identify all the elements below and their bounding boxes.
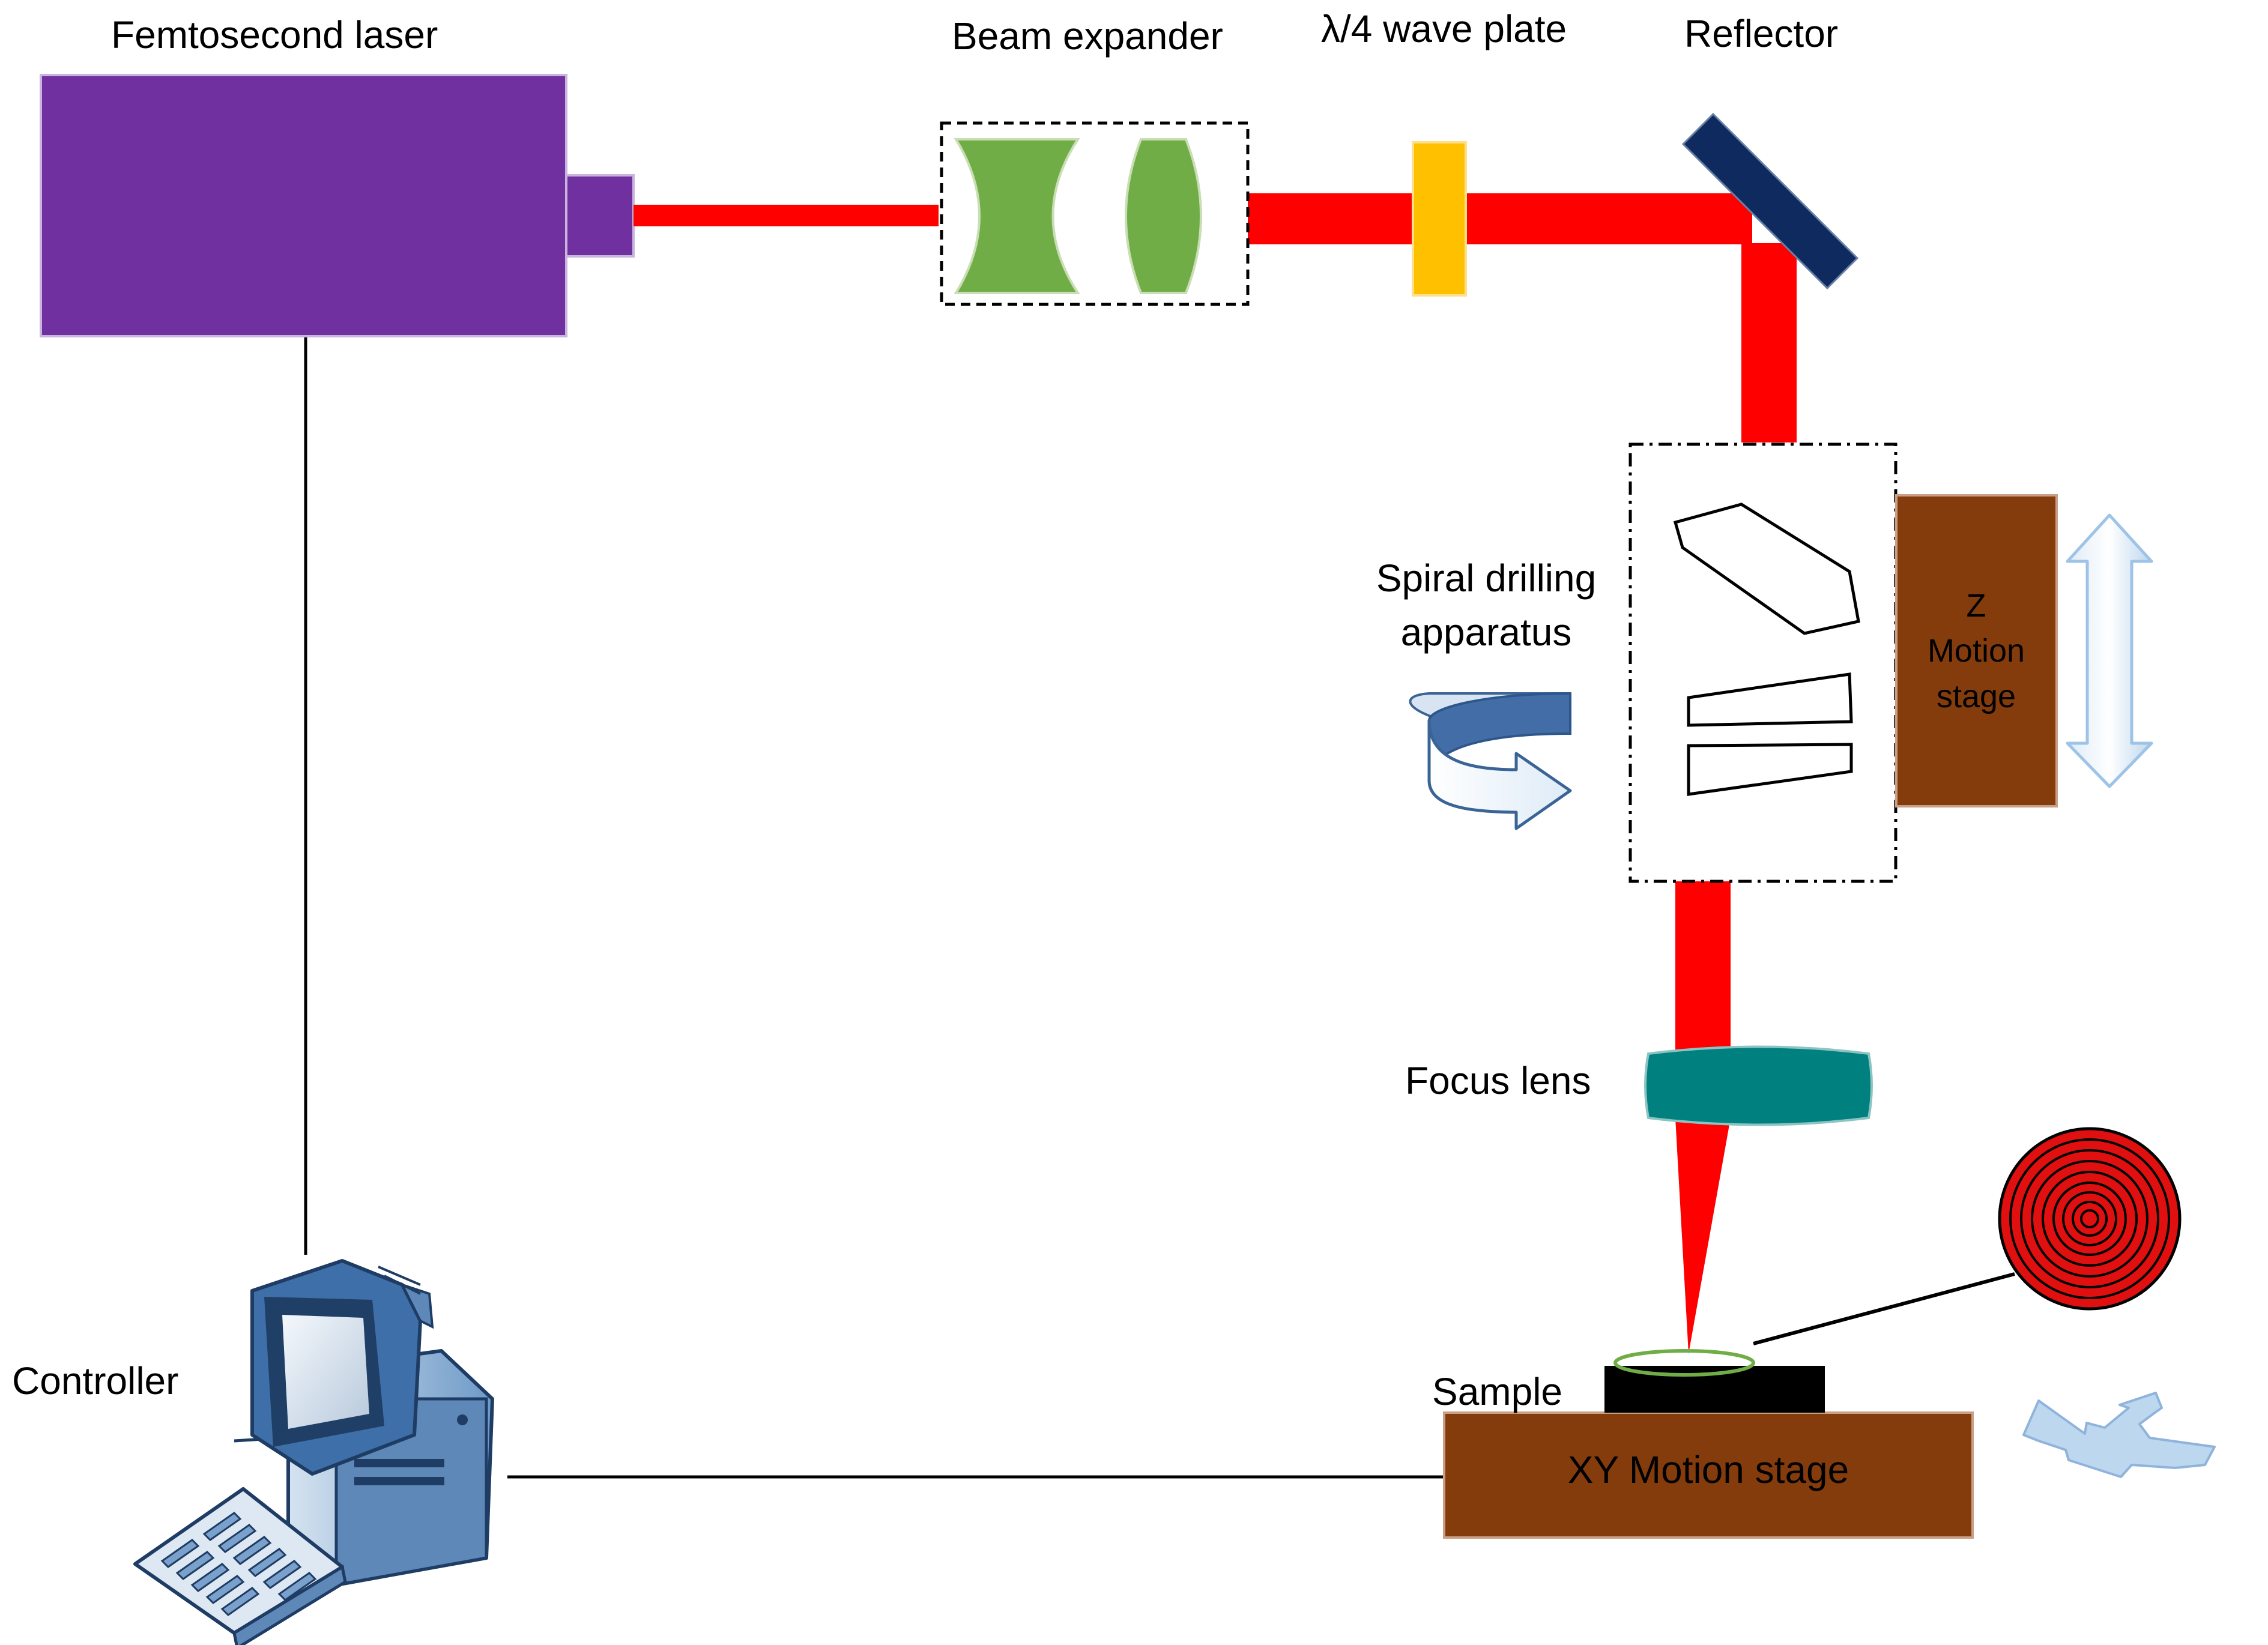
double-arrow-vertical-icon (2066, 513, 2153, 788)
label-xy-stage: XY Motion stage (1568, 1448, 1849, 1491)
label-z-stage-line1: Z (1967, 588, 1986, 624)
focus-lens (1644, 1045, 1873, 1126)
label-beam-expander: Beam expander (952, 14, 1223, 58)
label-focus-lens: Focus lens (1405, 1059, 1591, 1102)
label-spiral-drilling-line1: Spiral drilling (1376, 557, 1596, 600)
laser-body (40, 74, 567, 337)
label-wave-plate: λ/4 wave plate (1321, 7, 1567, 50)
laser-output-port (565, 174, 635, 258)
apparatus-frame (1628, 442, 1898, 883)
beam-expander (940, 121, 1250, 306)
label-z-stage-line2: Motion (1928, 633, 2025, 669)
spiral-callout-line (1753, 1272, 2015, 1345)
spiral-drilling-apparatus (1628, 442, 1898, 883)
femtosecond-laser (40, 74, 635, 337)
wedge-plate-upper (1687, 672, 1853, 727)
concave-lens (954, 138, 1080, 294)
label-z-stage-line3: stage (1937, 678, 2016, 714)
beam-vertical-upper (1741, 243, 1797, 442)
label-controller: Controller (12, 1359, 178, 1402)
beam-wide (1248, 193, 1752, 244)
xy-motion-stage (1443, 1411, 1974, 1539)
wedge-plate-lower (1687, 743, 1853, 796)
convex-lens (1125, 138, 1202, 294)
label-reflector: Reflector (1684, 12, 1838, 55)
desktop-computer-icon (133, 1259, 494, 1645)
four-way-arrow-icon (2022, 1392, 2216, 1478)
spiral-target-icon (1998, 1127, 2182, 1311)
reflector-mirror (1681, 112, 1859, 290)
z-motion-stage (1895, 494, 2058, 807)
label-femtosecond-laser: Femtosecond laser (111, 13, 438, 56)
prism-optic (1673, 503, 1860, 635)
beam-vertical-lower (1675, 881, 1731, 1053)
beam-thin (634, 205, 939, 226)
beam-focused (1675, 1118, 1731, 1354)
drilled-hole-marker (1613, 1349, 1755, 1377)
rotation-arrow-icon (1409, 692, 1572, 830)
wave-plate (1412, 141, 1467, 297)
beam-expander-frame (940, 121, 1250, 306)
label-sample: Sample (1432, 1370, 1562, 1413)
label-spiral-drilling-line2: apparatus (1401, 611, 1572, 654)
